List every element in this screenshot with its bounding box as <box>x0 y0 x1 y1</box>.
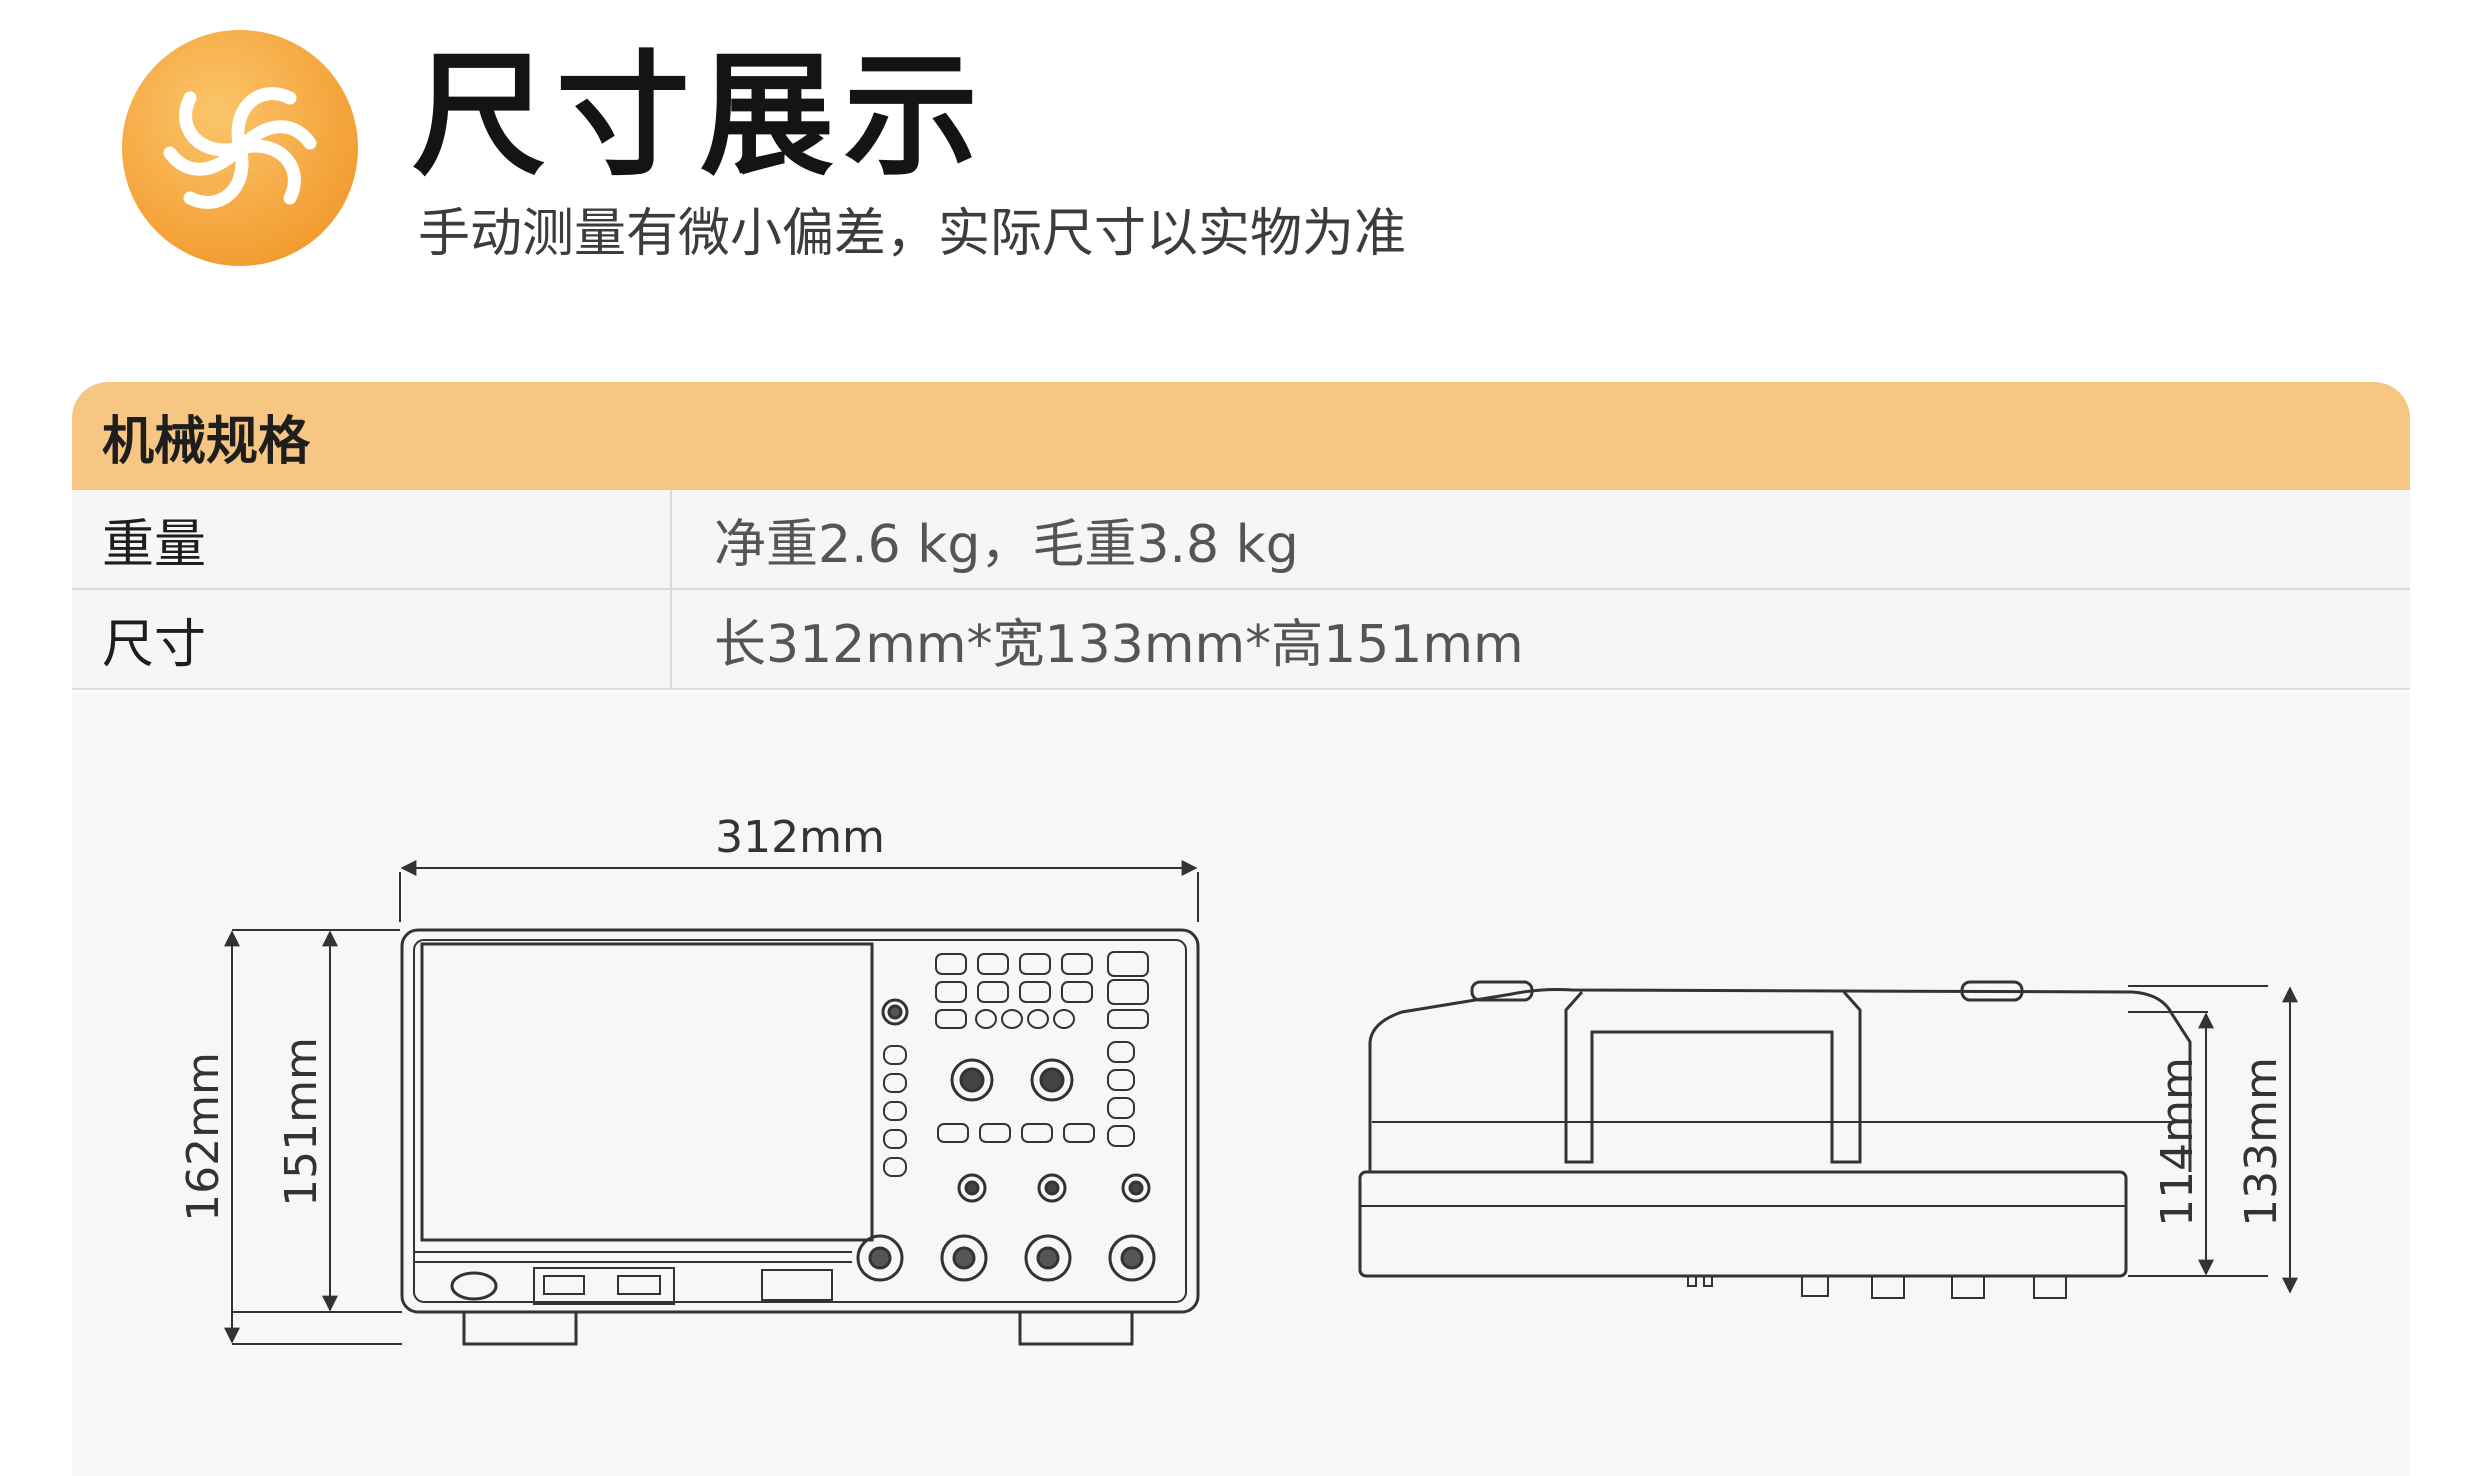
dimension-drawing-svg: 312mm 162mm 151mm <box>178 812 2298 1346</box>
front-width-label: 312mm <box>715 812 885 863</box>
spec-value: 长312mm*宽133mm*高151mm <box>714 614 1524 675</box>
spec-table-heading: 机械规格 <box>72 382 2410 490</box>
swirl-icon <box>122 30 358 266</box>
front-outer-height-label: 162mm <box>178 1052 229 1222</box>
spec-value: 净重2.6 kg，毛重3.8 kg <box>714 514 1299 575</box>
dimension-drawings: 312mm 162mm 151mm <box>72 692 2410 1476</box>
page-subtitle: 手动测量有微小偏差，实际尺寸以实物为准 <box>418 204 1407 264</box>
spec-row-dimensions: 尺寸 长312mm*宽133mm*高151mm <box>72 590 2410 690</box>
spec-row-weight: 重量 净重2.6 kg，毛重3.8 kg <box>72 490 2410 590</box>
side-view-drawing <box>1358 980 2298 1299</box>
front-inner-height-label: 151mm <box>276 1037 327 1207</box>
front-view-drawing <box>224 860 1200 1346</box>
brand-logo <box>120 28 360 268</box>
side-outer-height-label: 133mm <box>2236 1057 2287 1227</box>
page-title: 尺寸展示 <box>412 38 989 194</box>
spec-key: 重量 <box>72 490 672 588</box>
spec-key: 尺寸 <box>72 590 672 688</box>
side-inner-height-label: 114mm <box>2152 1057 2203 1227</box>
spec-table: 机械规格 重量 净重2.6 kg，毛重3.8 kg 尺寸 长312mm*宽133… <box>72 382 2410 690</box>
